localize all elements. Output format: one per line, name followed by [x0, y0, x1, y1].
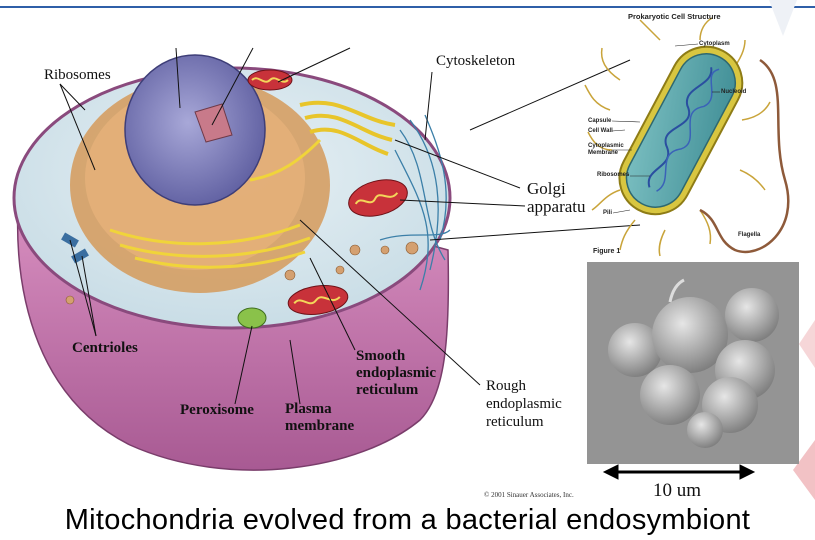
- label-plasma-membrane: membrane: [285, 418, 354, 435]
- label-smooth-er: Smooth: [356, 348, 405, 365]
- label-rough-er: reticulum: [486, 414, 543, 431]
- prokaryotic-cell: [585, 18, 788, 256]
- label-plasma-membrane: Plasma: [285, 401, 332, 418]
- label-golgi: apparatu: [527, 198, 586, 215]
- label-cytoplasmic-membrane: Membrane: [588, 150, 618, 157]
- label-cell-wall: Cell Wall: [588, 128, 613, 135]
- label-rough-er: endoplasmic: [486, 396, 562, 413]
- label-cytoskeleton: Cytoskeleton: [436, 53, 515, 70]
- copyright-notice: © 2001 Sinauer Associates, Inc.: [484, 491, 574, 499]
- figure-label: Figure 1: [593, 248, 620, 255]
- slide-caption: Mitochondria evolved from a bacterial en…: [0, 504, 815, 537]
- label-cytoplasmic-membrane: Cytoplasmic: [588, 143, 624, 150]
- mitochondrion: [248, 70, 292, 90]
- label-centrioles: Centrioles: [72, 340, 138, 357]
- prokaryote-title: Prokaryotic Cell Structure: [628, 12, 721, 21]
- label-cytoplasm: Cytoplasm: [699, 41, 730, 48]
- label-flagella: Flagella: [738, 232, 760, 239]
- bacterium-body: [607, 34, 755, 227]
- nucleus: [125, 55, 265, 205]
- label-pili: Pili: [603, 210, 612, 217]
- label-rough-er: Rough: [486, 378, 526, 395]
- label-prokaryote-ribosomes: Ribosomes: [597, 172, 629, 179]
- label-golgi: Golgi: [527, 180, 566, 197]
- peroxisome: [238, 308, 266, 328]
- label-smooth-er: endoplasmic: [356, 365, 436, 382]
- label-nucleoid: Nucleoid: [721, 89, 746, 96]
- scale-bar-label: 10 um: [653, 480, 701, 502]
- sem-micrograph: [587, 262, 799, 464]
- label-smooth-er: reticulum: [356, 382, 418, 399]
- scale-bar: [604, 465, 754, 479]
- label-ribosomes: Ribosomes: [44, 67, 111, 84]
- label-capsule: Capsule: [588, 118, 611, 125]
- label-peroxisome: Peroxisome: [180, 402, 254, 419]
